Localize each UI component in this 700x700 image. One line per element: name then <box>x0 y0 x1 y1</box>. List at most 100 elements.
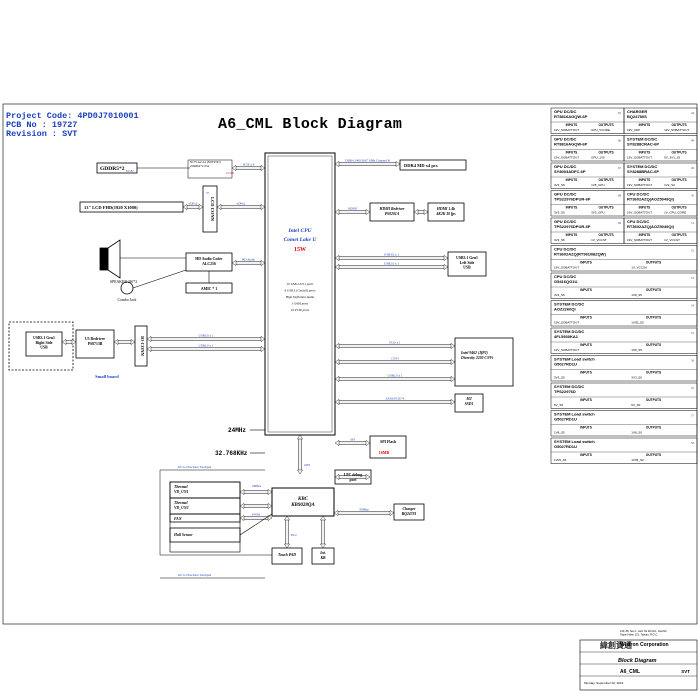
sata-bus-arrow-right <box>450 399 456 405</box>
fan-label: FAN <box>174 517 182 521</box>
smbus-charger-bus-arrow-left <box>333 510 339 516</box>
spi-flash-block <box>369 435 407 459</box>
ssd-label-line-1: M2 <box>465 397 471 401</box>
io-conn-block <box>134 325 148 367</box>
power-rail-page: 51 <box>691 221 695 225</box>
power-rail-output: 1V_VCCSA <box>631 266 647 270</box>
power-rail-name-line-2: G5027RD1U <box>554 417 577 422</box>
power-rail-inputs-label: INPUTS <box>580 426 592 430</box>
lpc-bus-arrow-left <box>334 474 340 480</box>
power-rail-outputs-label: OUTPUTS <box>646 343 661 347</box>
usb20-right-bus-label: USB2.0 x 1 <box>199 344 214 348</box>
power-rail-inputs-label: INPUTS <box>639 123 651 127</box>
lpc-debug-label-line-2: port <box>350 478 358 482</box>
power-rail-page: 56 <box>691 359 695 363</box>
spi-bus-arrow-left <box>334 440 340 446</box>
audio-codec-label-line-1: HD Audio Codec <box>195 257 223 261</box>
usb20-wlan-bus <box>338 377 452 381</box>
power-rail-input: 19V_SOBATTOUT <box>554 321 579 325</box>
speaker-icon <box>99 247 109 271</box>
power-rail-inputs-label: INPUTS <box>566 178 578 182</box>
usb-right-label-line-1: USB3.1 Gen1 <box>33 336 55 340</box>
hdmi-bus-label: HDMI <box>348 207 357 211</box>
power-rail-name-line-2: SY8288CRAC-6P <box>627 142 659 147</box>
cnvi-bus-arrow-right <box>450 359 456 365</box>
usb30-right-bus-arrow-right <box>260 336 266 342</box>
power-rail-input: 19V_SOBATTOUT <box>554 348 579 352</box>
power-rail-input: 19V_SOBATTOUT <box>627 156 652 160</box>
power-rail-outputs-label: OUTPUTS <box>646 398 661 402</box>
power-rail-output: 1V_VCCST <box>591 238 607 242</box>
power-rail-outputs-label: OUTPUTS <box>598 123 613 127</box>
power-rail-outputs-label: OUTPUTS <box>671 233 686 237</box>
power-rail-block <box>623 190 698 217</box>
pwm-bus-arrow-left <box>239 515 245 521</box>
power-rail-block <box>623 135 698 162</box>
power-rail-input: 3V3_S5 <box>554 293 565 297</box>
hdmi-bus-arrow-left <box>334 209 340 215</box>
pwm-bus-label: PWM <box>252 513 260 517</box>
hdmi-bus-arrow-right <box>365 209 371 215</box>
power-rail-page: 48 <box>691 139 695 143</box>
power-rail-inputs-label: INPUTS <box>639 233 651 237</box>
i2c-bottom-label: I2C for Precision Touchpad <box>178 573 212 577</box>
hdmi-redriver-label-line-1: HDMI Redriver <box>379 207 406 211</box>
power-rail-outputs-label: OUTPUTS <box>598 233 613 237</box>
hda-bus <box>235 261 262 265</box>
espi-vbus <box>298 438 302 471</box>
power-rail-inputs-label: INPUTS <box>566 206 578 210</box>
usb20-left-bus <box>338 265 445 269</box>
pcie-x4-bus-label: PCIE x 4 <box>243 163 255 167</box>
power-rail-name-line-2: RT3602AZQ(RT9610BZQW) <box>554 252 606 257</box>
power-rail-name-line-2: AOZ2260QI <box>554 307 576 312</box>
power-rail-page: 44 <box>691 111 695 115</box>
power-rail-inputs-label: INPUTS <box>580 371 592 375</box>
usb20-left-bus-arrow-right <box>443 264 449 270</box>
power-rail-name-line-2: RT8816AGQW-6P <box>554 114 588 119</box>
project-code: Project Code: 4PD0J7010001 <box>6 111 139 121</box>
wlan-label-line-2: Diversity 2230 CNVi <box>460 356 494 360</box>
power-rail-name-line-1: SYSTEM Load switch <box>554 439 595 444</box>
spi-bus <box>338 441 367 445</box>
power-rail-name-line-2: TPS22976DPUR-6P <box>554 224 591 229</box>
edp-cpu-bus <box>220 205 262 209</box>
sheet-border <box>2 103 698 625</box>
usb30-left-bus <box>338 256 445 260</box>
title-block <box>579 639 698 691</box>
thermal2-bus <box>243 504 269 508</box>
rev-label: SVT <box>681 669 690 674</box>
power-rail-name-line-1: CPU DC/DC <box>554 274 576 279</box>
power-rail-input: 5V_S5 <box>554 403 563 407</box>
amic-label: AMIC * 1 <box>201 287 217 291</box>
sata-bus <box>338 400 452 404</box>
power-rail-input: 19V_SOBATTOUT <box>554 128 579 132</box>
power-rail-outputs-label: OUTPUTS <box>646 453 661 457</box>
hall-link <box>239 513 273 536</box>
hdmi-conn-label-line-2: 4K2K 30 fps <box>435 212 456 216</box>
power-rail-inputs-label: INPUTS <box>639 178 651 182</box>
hdmi-conn-label-line-1: HDMI 1.4b <box>436 207 455 211</box>
gddr-page: 81~82 <box>126 169 134 173</box>
power-rail-name-line-2: TPS22976D <box>554 389 576 394</box>
edp-lcd-bus <box>186 205 200 209</box>
charger-label-line-1: Charger <box>402 507 416 511</box>
touchpad-label: Touch PAD <box>278 553 296 557</box>
hda-bus-arrow-left <box>231 260 237 266</box>
power-rail-output: 3V3_GPU <box>591 211 605 215</box>
power-rail-outputs-label: OUTPUTS <box>646 316 661 320</box>
power-rail-block <box>623 162 698 189</box>
power-rail-name-line-1: SYSTEM DC/DC <box>627 164 657 169</box>
power-rail-output: 1V_VCCGT <box>664 238 680 242</box>
cpu-inner-border <box>267 155 333 433</box>
gddr-pages: 21~68 <box>226 171 234 175</box>
kb-vbus <box>321 519 325 545</box>
usb30-right-bus-label: USB3.0 x 1 <box>199 334 214 338</box>
combo-jack-link <box>132 269 187 289</box>
power-rail-inputs-label: INPUTS <box>639 206 651 210</box>
power-rail-input: 3V3_S5 <box>554 183 565 187</box>
power-rail-inputs-label: INPUTS <box>580 343 592 347</box>
usb-right-block <box>25 331 63 357</box>
thermal1-label-line-1: Thermal <box>174 485 188 489</box>
hda-bus-label: HD Audio <box>242 258 256 262</box>
redriver-io-bus <box>117 340 132 344</box>
